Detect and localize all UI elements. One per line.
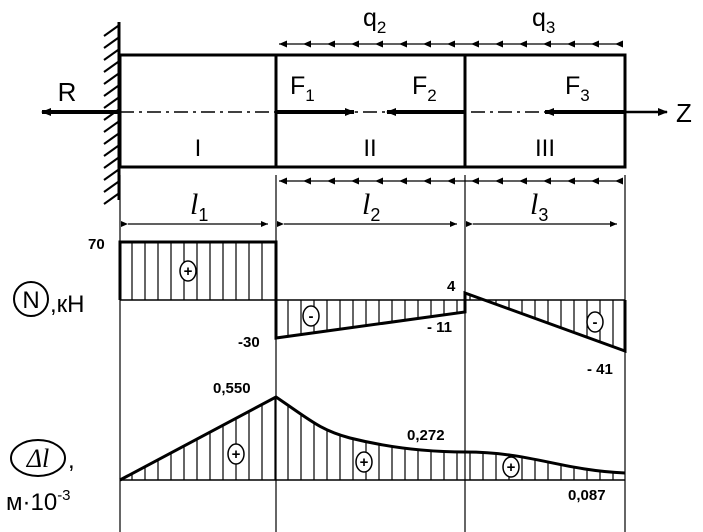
section-1-label: I bbox=[195, 135, 202, 162]
f1-label: F1 bbox=[290, 72, 315, 105]
dl-value-0272: 0,272 bbox=[407, 427, 445, 444]
n-sign-3: - bbox=[586, 311, 604, 333]
svg-text:+: + bbox=[184, 263, 193, 280]
dl-value-0550: 0,550 bbox=[213, 380, 251, 397]
dl-unit: м·10-3 bbox=[6, 487, 71, 516]
svg-text:+: + bbox=[507, 459, 516, 476]
svg-text:-: - bbox=[593, 314, 598, 331]
n-symbol: N bbox=[13, 281, 49, 317]
z-axis-label: Z bbox=[676, 98, 692, 128]
n-sign-2: - bbox=[302, 305, 320, 327]
distributed-load-bottom bbox=[279, 177, 623, 185]
dl-sign-1: + bbox=[227, 443, 245, 465]
n-value-70: 70 bbox=[88, 236, 105, 253]
dl-sign-2: + bbox=[355, 451, 373, 473]
section-3-label: III bbox=[535, 135, 555, 162]
reference-lines bbox=[119, 175, 626, 532]
l1-label: l1 bbox=[190, 188, 208, 225]
svg-text:N: N bbox=[22, 287, 39, 314]
svg-text:+: + bbox=[360, 454, 369, 471]
dl-symbol: Δl bbox=[10, 439, 66, 477]
n-sign-1: + bbox=[179, 260, 197, 282]
n-value-minus41: - 41 bbox=[587, 361, 613, 378]
dl-value-0087: 0,087 bbox=[568, 487, 606, 504]
svg-text:Δl: Δl bbox=[26, 444, 49, 473]
n-value-minus11: - 11 bbox=[427, 319, 452, 336]
q3-label: q3 bbox=[532, 4, 555, 37]
section-2-label: II bbox=[363, 135, 376, 162]
dl-sign-3: + bbox=[502, 456, 520, 478]
f3-label: F3 bbox=[565, 72, 590, 105]
n-value-4: 4 bbox=[447, 278, 456, 295]
distributed-load-top bbox=[279, 40, 623, 48]
l2-label: l2 bbox=[362, 188, 380, 225]
l3-label: l3 bbox=[530, 188, 548, 225]
dl-diagram bbox=[119, 395, 626, 482]
f2-label: F2 bbox=[412, 72, 437, 105]
svg-text:-: - bbox=[309, 308, 314, 325]
svg-text:+: + bbox=[232, 446, 241, 463]
q2-label: q2 bbox=[363, 4, 386, 37]
n-unit: ,кН bbox=[50, 291, 85, 318]
dl-comma: , bbox=[68, 447, 75, 474]
n-diagram bbox=[118, 240, 627, 354]
reaction-label: R bbox=[58, 77, 77, 107]
n-value-minus30: -30 bbox=[238, 334, 260, 351]
